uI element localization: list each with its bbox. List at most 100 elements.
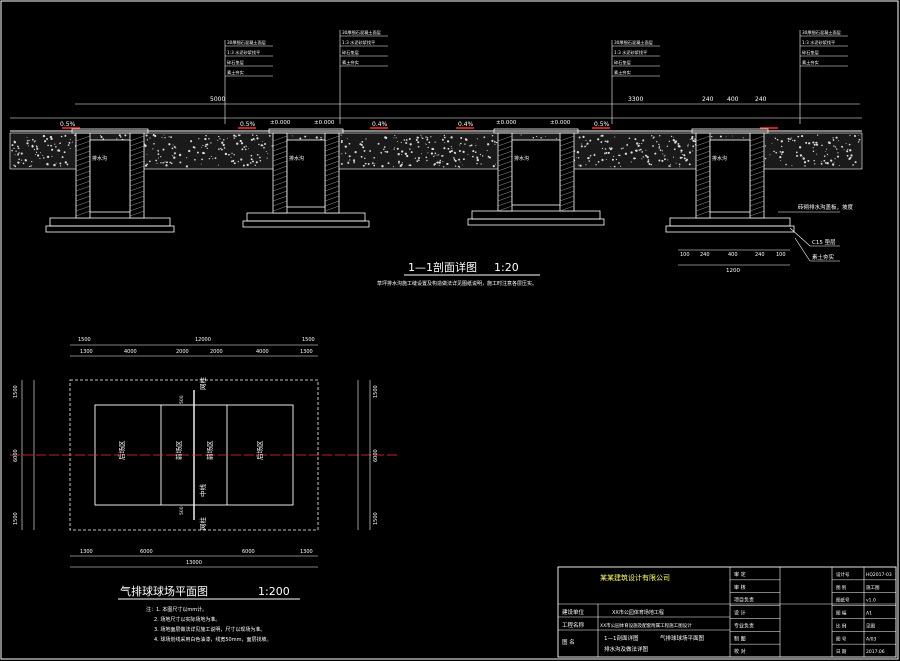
gravel-dot xyxy=(352,159,356,162)
gravel-dot xyxy=(641,151,644,153)
gravel-dot xyxy=(678,145,681,148)
gravel-dot xyxy=(462,150,465,154)
gravel-dot xyxy=(421,137,424,140)
gravel-dot xyxy=(453,157,455,159)
dim-240a: 240 xyxy=(702,96,714,103)
gravel-dot xyxy=(679,156,682,159)
gravel-dot xyxy=(239,139,242,143)
gravel-dot xyxy=(802,157,805,160)
gravel-dot xyxy=(790,137,792,139)
plan-title: 气排球球场平面图 xyxy=(120,584,208,598)
gravel-dot xyxy=(340,162,343,165)
gravel-dot xyxy=(26,142,29,145)
gravel-dot xyxy=(214,157,217,160)
gravel-dot xyxy=(624,152,628,155)
gravel-dot xyxy=(63,151,66,154)
gravel-dot xyxy=(858,135,860,136)
gravel-dot xyxy=(821,160,822,162)
gravel-dot xyxy=(33,141,36,143)
plan-bdim-1: 1300 xyxy=(80,549,93,555)
dim-500-bottom: 500 xyxy=(179,506,185,515)
gravel-dot xyxy=(250,138,253,141)
gravel-dot xyxy=(787,140,790,142)
gravel-dot xyxy=(614,136,616,138)
gravel-dot xyxy=(100,134,102,137)
gravel-dot xyxy=(690,137,694,140)
gravel-dot xyxy=(610,147,613,150)
gravel-dot xyxy=(814,142,816,144)
gravel-dot xyxy=(417,159,419,161)
gravel-dot xyxy=(248,148,249,150)
gravel-dot xyxy=(26,136,28,138)
gravel-dot xyxy=(433,164,436,166)
project-value: XX市公园体育设施及配套附属工程施工图设计 xyxy=(600,622,692,629)
gravel-dot xyxy=(74,134,76,137)
gravel-dot xyxy=(576,157,578,158)
gravel-dot xyxy=(320,136,322,139)
gravel-dot xyxy=(380,153,382,155)
gravel-dot xyxy=(585,164,587,166)
gravel-dot xyxy=(434,154,436,156)
gravel-dot xyxy=(658,145,661,147)
callout-line: 碎石垫层 xyxy=(614,59,631,66)
gravel-dot xyxy=(198,138,200,140)
gravel-dot xyxy=(807,159,810,162)
callout-line: 30厚细石混凝土面层 xyxy=(802,29,841,36)
gravel-dot xyxy=(589,157,591,159)
gravel-dot xyxy=(646,155,649,159)
gravel-dot xyxy=(691,135,694,138)
callout-line: 碎石垫层 xyxy=(342,49,359,56)
bdim-2: 240 xyxy=(700,252,710,258)
gravel-dot xyxy=(20,152,23,155)
gravel-dot xyxy=(315,136,318,139)
gravel-dot xyxy=(353,162,355,164)
gravel-dot xyxy=(663,155,665,157)
gravel-dot xyxy=(421,136,422,138)
gravel-dot xyxy=(835,136,838,139)
gravel-dot xyxy=(451,148,453,150)
gravel-dot xyxy=(781,145,783,148)
gravel-dot xyxy=(847,148,849,150)
gravel-dot xyxy=(155,159,158,162)
gravel-dot xyxy=(160,162,162,164)
gravel-dot xyxy=(233,134,236,137)
gravel-dot xyxy=(144,144,147,147)
gravel-dot xyxy=(373,156,376,159)
gravel-dot xyxy=(667,159,669,161)
gravel-dot xyxy=(374,163,376,164)
gravel-dot xyxy=(401,154,403,156)
gravel-dot xyxy=(364,162,367,165)
plan-rdim-2: 6000 xyxy=(373,449,379,462)
gravel-dot xyxy=(170,136,173,139)
gravel-dot xyxy=(685,159,688,162)
gravel-dot xyxy=(205,134,207,137)
gravel-dot xyxy=(495,141,498,144)
gravel-dot xyxy=(204,137,207,141)
gravel-dot xyxy=(152,148,154,150)
gravel-dot xyxy=(50,137,53,141)
gravel-dot xyxy=(469,144,471,147)
callout-line: 碎石垫层 xyxy=(227,59,244,66)
callout-line: 素土夯实 xyxy=(614,69,631,76)
gravel-dot xyxy=(615,158,618,161)
gravel-dot xyxy=(586,144,587,146)
section-title: 1—1剖面详图 xyxy=(408,260,477,274)
gravel-dot xyxy=(495,163,496,165)
gravel-dot xyxy=(66,163,69,166)
gravel-dot xyxy=(406,154,409,158)
tb-role-label: 校 对 xyxy=(734,648,746,655)
gravel-dot xyxy=(169,161,172,164)
dim-5000: 5000 xyxy=(210,96,225,103)
gravel-dot xyxy=(196,151,199,154)
gravel-dot xyxy=(658,135,661,137)
gravel-dot xyxy=(654,152,657,155)
gravel-dot xyxy=(816,134,819,136)
gravel-dot xyxy=(458,158,461,161)
gravel-dot xyxy=(36,147,39,150)
gravel-dot xyxy=(361,140,364,143)
gravel-dot xyxy=(779,156,782,159)
gravel-dot xyxy=(206,147,208,149)
gravel-dot xyxy=(64,134,67,137)
gravel-dot xyxy=(436,154,438,156)
